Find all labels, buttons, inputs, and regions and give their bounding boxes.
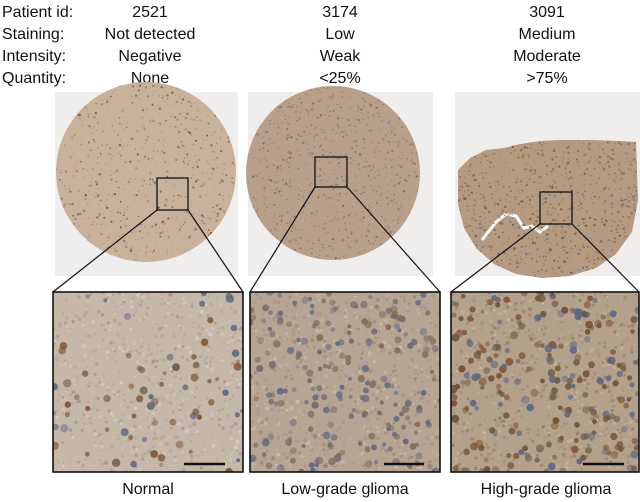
- caption-low-grade-glioma: Low-grade glioma: [281, 481, 409, 498]
- connector-1-right: [187, 209, 244, 293]
- zoom-2-frame: [249, 291, 441, 473]
- connector-1-left: [52, 209, 158, 293]
- label-quantity: Quantity:: [2, 70, 67, 87]
- label-intensity: Intensity:: [2, 48, 67, 65]
- sample-3-patient-id: 3091: [529, 4, 565, 21]
- zoom-3-frame: [450, 291, 640, 473]
- core-2-tissue: [246, 86, 420, 260]
- core-1-selection-box: [156, 177, 189, 211]
- sample-3-quantity: >75%: [526, 70, 568, 87]
- zoom-1-texture: [53, 292, 243, 472]
- sample-2-patient-id: 3174: [322, 4, 358, 21]
- sample-2-intensity: Weak: [319, 48, 361, 65]
- sample-1-staining: Not detected: [104, 26, 196, 43]
- label-staining: Staining:: [2, 26, 65, 43]
- connector-3-left: [450, 223, 541, 293]
- caption-normal: Normal: [122, 481, 174, 498]
- sample-2-staining: Low: [325, 26, 355, 43]
- zoom-3-texture: [451, 292, 639, 472]
- connector-2-right: [346, 186, 441, 293]
- connector-3-right: [571, 223, 640, 293]
- caption-high-grade-glioma: High-grade glioma: [480, 481, 612, 498]
- zoom-1-frame: [52, 291, 244, 473]
- core-3-selection-box: [539, 191, 573, 225]
- core-2-selection-box: [314, 156, 348, 188]
- core-3-tear: [480, 212, 549, 241]
- sample-1-intensity: Negative: [118, 48, 182, 65]
- zoom-2-texture: [250, 292, 440, 472]
- sample-3-staining: Medium: [518, 26, 576, 43]
- label-patient-id: Patient id:: [2, 4, 74, 21]
- core-3-tissue: [458, 140, 638, 278]
- connector-2-left: [249, 186, 316, 293]
- sample-2-quantity: <25%: [319, 70, 361, 87]
- sample-3-intensity: Moderate: [513, 48, 581, 65]
- sample-1-patient-id: 2521: [132, 4, 168, 21]
